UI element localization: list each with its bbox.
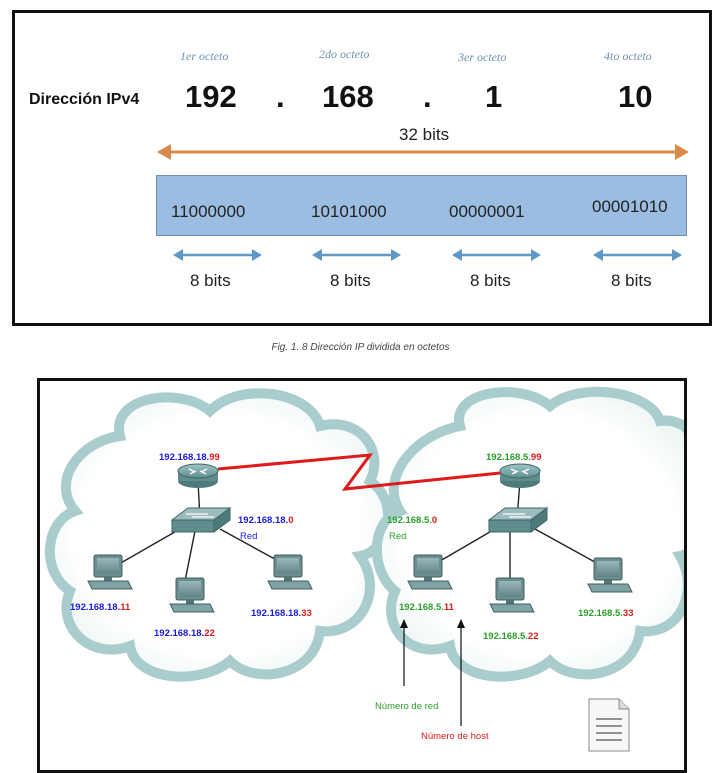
left-router-address: 192.168.18.99	[159, 452, 220, 463]
host-number-annotation: Número de host	[421, 731, 489, 742]
octet-bits-1: 8 bits	[190, 271, 231, 290]
binary-bar	[156, 175, 687, 236]
right-network-address: 192.168.5.0	[387, 515, 437, 526]
ipv4-row-label: Dirección IPv4	[29, 91, 140, 108]
octet-label-2: 2do octeto	[319, 47, 370, 61]
ipv4-octets-figure: 1er octeto 2do octeto 3er octeto 4to oct…	[12, 10, 712, 326]
octet-label-3: 3er octeto	[458, 50, 507, 64]
network-diagram-canvas: 192.168.18.99 192.168.18.0 Red 192.168.1…	[44, 386, 684, 752]
octet-decimal-1: 192	[185, 79, 237, 114]
network-number-annotation: Número de red	[375, 701, 438, 712]
octet-arrow-1	[173, 249, 262, 261]
octet-arrow-4	[593, 249, 682, 261]
dot-separator-1: .	[276, 79, 285, 114]
right-pc-1-address: 192.168.5.11	[399, 602, 455, 613]
octet-bits-2: 8 bits	[330, 271, 371, 290]
octet-binary-1: 11000000	[171, 202, 246, 221]
octet-binary-3: 00000001	[449, 202, 525, 221]
octet-arrow-2	[312, 249, 401, 261]
octet-label-4: 4to octeto	[604, 49, 652, 63]
bit-arrows	[157, 144, 689, 261]
document-icon	[588, 698, 630, 752]
wan-link	[217, 453, 501, 491]
left-network-address: 192.168.18.0	[238, 515, 293, 526]
octet-decimal-3: 1	[485, 79, 503, 114]
right-pc-3-address: 192.168.5.33	[578, 608, 633, 619]
left-pc-1-address: 192.168.18.11	[70, 602, 131, 613]
left-pc-2-address: 192.168.18.22	[154, 628, 215, 639]
right-pc-2-address: 192.168.5.22	[483, 631, 538, 642]
figure-caption: Fig. 1. 8 Dirección IP dividida en octet…	[271, 342, 450, 353]
network-diagram: 192.168.18.99 192.168.18.0 Red 192.168.1…	[37, 378, 687, 773]
total-bits-arrow	[157, 144, 689, 160]
left-router-icon	[177, 463, 219, 489]
octet-bits-3: 8 bits	[470, 271, 511, 290]
left-network-label: Red	[240, 531, 257, 542]
octet-decimal-2: 168	[322, 79, 374, 114]
total-bits-label: 32 bits	[399, 125, 450, 144]
left-pc-3-address: 192.168.18.33	[251, 608, 312, 619]
octet-binary-4: 00001010	[592, 197, 668, 216]
octet-binary-2: 10101000	[311, 202, 387, 221]
dot-separator-2: .	[423, 79, 432, 114]
octet-decimal-4: 10	[618, 79, 653, 114]
octet-label-1: 1er octeto	[180, 49, 229, 63]
right-network-label: Red	[389, 531, 406, 542]
octet-arrow-3	[452, 249, 541, 261]
right-router-address: 192.168.5.99	[486, 452, 541, 463]
left-network-cloud	[44, 388, 393, 682]
right-network-cloud	[371, 386, 684, 682]
octet-bits-4: 8 bits	[611, 271, 652, 290]
right-router-icon	[499, 463, 541, 489]
